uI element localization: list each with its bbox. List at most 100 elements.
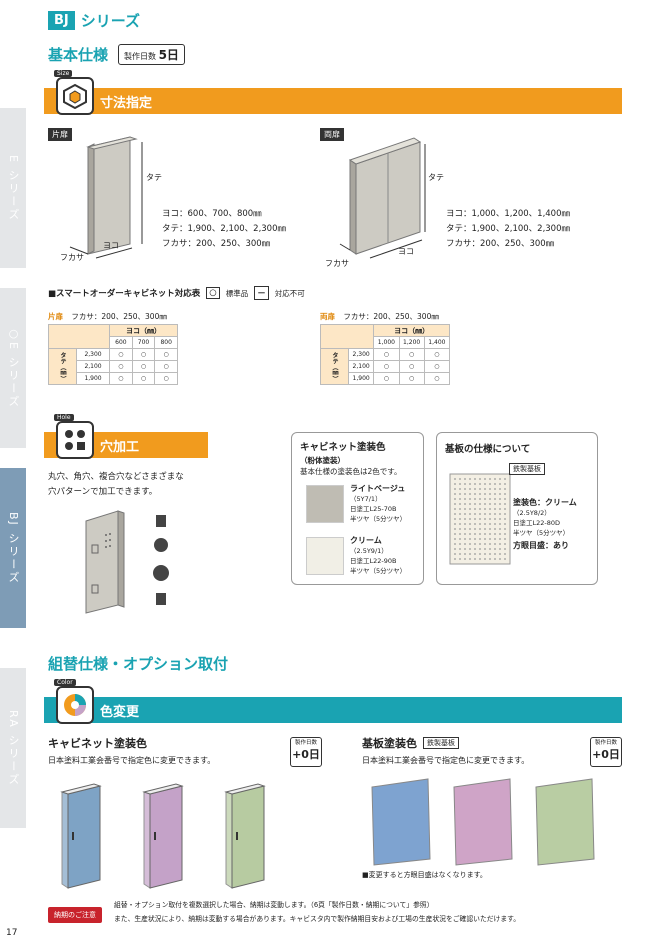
table-double-door: 両扉 [320,312,335,321]
table-cell: 600 [109,336,133,349]
option-section-title: 組替仕様・オプション取付 [48,655,229,673]
side-tab-ra[interactable]: RA シリーズ [0,668,26,828]
delivery-notice-text: 組替・オプション取付を複数選択した場合、納期は変動します。（6頁「製作日数・納期… [114,898,604,926]
table-cell: 2,300 [347,348,375,361]
series-badge: BJ [48,11,75,30]
table-cell: ○ [398,372,425,385]
swatch-ref: 日塗工L22-90B [350,557,397,565]
days-label: 製作日数 [294,740,317,746]
table-cell: ○ [154,348,178,361]
table-cell: ○ [131,372,156,385]
single-spec-fukasa: フカサ：200、250、300㎜ [162,239,271,249]
order-table-title: ■スマートオーダーキャビネット対応表 [48,289,201,299]
single-door-specs: ヨコ：600、700、800㎜ タテ：1,900、2,100、2,300㎜ フカ… [162,207,286,252]
side-tab-label: BJ シリーズ [7,511,20,585]
cream-swatch [306,537,344,575]
colored-cabinet [224,783,266,889]
side-tab-oe[interactable]: ○E シリーズ [0,288,26,448]
legend-standard-mark: ○ [206,287,220,299]
single-door-cabinet-drawing [69,136,143,259]
table-cell: 700 [131,336,156,349]
table-cell: ○ [423,348,451,361]
colored-plate [535,778,595,866]
swatch-gloss: 半ツヤ（5分ツヤ） [350,515,407,523]
plate-card-title: 基板の仕様について [445,444,531,455]
perforated-cabinet-drawing [85,510,169,614]
hole-description: 丸穴、角穴、複合穴などさまざまな 穴パターンで加工できます。 [48,470,184,500]
cream-info: クリーム （2.5Y9/1） 日塗工L22-90B 半ツヤ（5分ツヤ） [350,535,406,576]
table-cell: ○ [109,360,133,373]
legend-na-label: 対応不可 [274,288,305,298]
double-spec-yoko: ヨコ：1,000、1,200、1,400㎜ [446,209,571,219]
hole-icon-tag: Hole [54,414,74,421]
paint-color-card: キャビネット塗装色 （粉体塗装） 基本仕様の塗装色は2色です。 ライトベージュ … [291,432,424,585]
table-cell: ○ [373,360,400,373]
production-days-value: 5日 [158,48,179,62]
single-yoko-label: ヨコ [103,241,119,250]
table-double-caption: 両扉 フカサ：200、250、300㎜ [320,311,439,322]
double-fukasa-label: フカサ [325,259,349,268]
plate-days-badge: 製作日数 +0日 [590,737,622,767]
cabinet-color-desc: 日本塗料工業会番号で指定色に変更できます。 [48,756,216,765]
plate-card-info: 塗装色：クリーム （2.5Y8/2） 日塗工L22-80D 半ツヤ（5分ツヤ） … [513,497,577,551]
plate-color-title: 基板塗装色 [362,737,417,750]
single-spec-tate: タテ：1,900、2,100、2,300㎜ [162,224,287,234]
hole-desc-line: 穴パターンで加工できます。 [48,487,158,497]
single-door-label: 片扉 [48,128,72,141]
table-cell: 800 [154,336,178,349]
table-cell: 1,000 [373,336,400,349]
table-cell: 1,900 [347,372,375,385]
table-cell: 1,400 [423,336,451,349]
paint-card-sub: （粉体塗装） [300,456,345,465]
legend-standard-label: 標準品 [225,288,249,298]
table-cell: ○ [398,348,425,361]
swatch-code: （5Y7/1） [350,495,382,503]
plate-grid: 方眼目盛：あり [513,541,569,550]
order-table-heading: ■スマートオーダーキャビネット対応表 ○ 標準品 － 対応不可 [48,286,305,300]
color-icon-tag: Color [54,679,76,686]
page-number: 17 [6,928,18,938]
legend-na-mark: － [254,286,269,300]
swatch-ref: 日塗工L25-70B [350,505,397,513]
colored-plates-drawing [371,778,595,866]
double-spec-fukasa: フカサ：200、250、300㎜ [446,239,555,249]
side-tab-e[interactable]: E シリーズ [0,108,26,268]
hole-section-title: 穴加工 [100,439,140,455]
plate-card-badge: 鉄製基板 [509,463,545,475]
hole-pattern-icon [56,421,94,459]
spec-title: 基本仕様 [48,46,109,64]
light-beige-swatch [306,485,344,523]
table-double-depth: フカサ：200、250、300㎜ [343,312,439,321]
plate-ref: 日塗工L22-80D [513,519,561,527]
table-cell: ○ [131,348,156,361]
table-cell: ○ [423,360,451,373]
table-cell: ○ [154,372,178,385]
paint-card-note: 基本仕様の塗装色は2色です。 [300,467,402,476]
table-single-yoko-head: ヨコ（㎜） [109,324,178,337]
plate-spec-card: 基板の仕様について 鉄製基板 塗装色：クリーム （2.5Y8/2） 日塗工L22… [436,432,598,585]
table-cell: 2,100 [75,360,111,373]
table-cell: ○ [109,372,133,385]
table-double-tate-head: タテ（㎜） [320,348,349,385]
light-beige-info: ライトベージュ （5Y7/1） 日塗工L25-70B 半ツヤ（5分ツヤ） [350,483,406,524]
plate-gloss: 半ツヤ（5分ツヤ） [513,529,570,537]
side-tab-bj[interactable]: BJ シリーズ [0,468,26,628]
table-double-yoko-head: ヨコ（㎜） [373,324,450,337]
colored-cabinet [60,783,102,889]
cabinet-color-title: キャビネット塗装色 [48,737,147,750]
table-cell: 1,200 [398,336,425,349]
swatch-name: ライトベージュ [350,484,406,493]
plate-color-heading: 基板塗装色 鉄製基板 [362,735,459,751]
cabinet-days-badge: 製作日数 +0日 [290,737,322,767]
swatch-gloss: 半ツヤ（5分ツヤ） [350,567,407,575]
table-cell: ○ [398,360,425,373]
swatch-name: クリーム [350,536,382,545]
hole-desc-line: 丸穴、角穴、複合穴などさまざまな [48,472,184,482]
table-cell: ○ [131,360,156,373]
plate-color: 塗装色：クリーム [513,498,577,507]
days-value: +0日 [592,748,620,761]
double-door-label: 両扉 [320,128,344,141]
series-header: BJ シリーズ [48,10,140,31]
series-word: シリーズ [80,12,141,30]
